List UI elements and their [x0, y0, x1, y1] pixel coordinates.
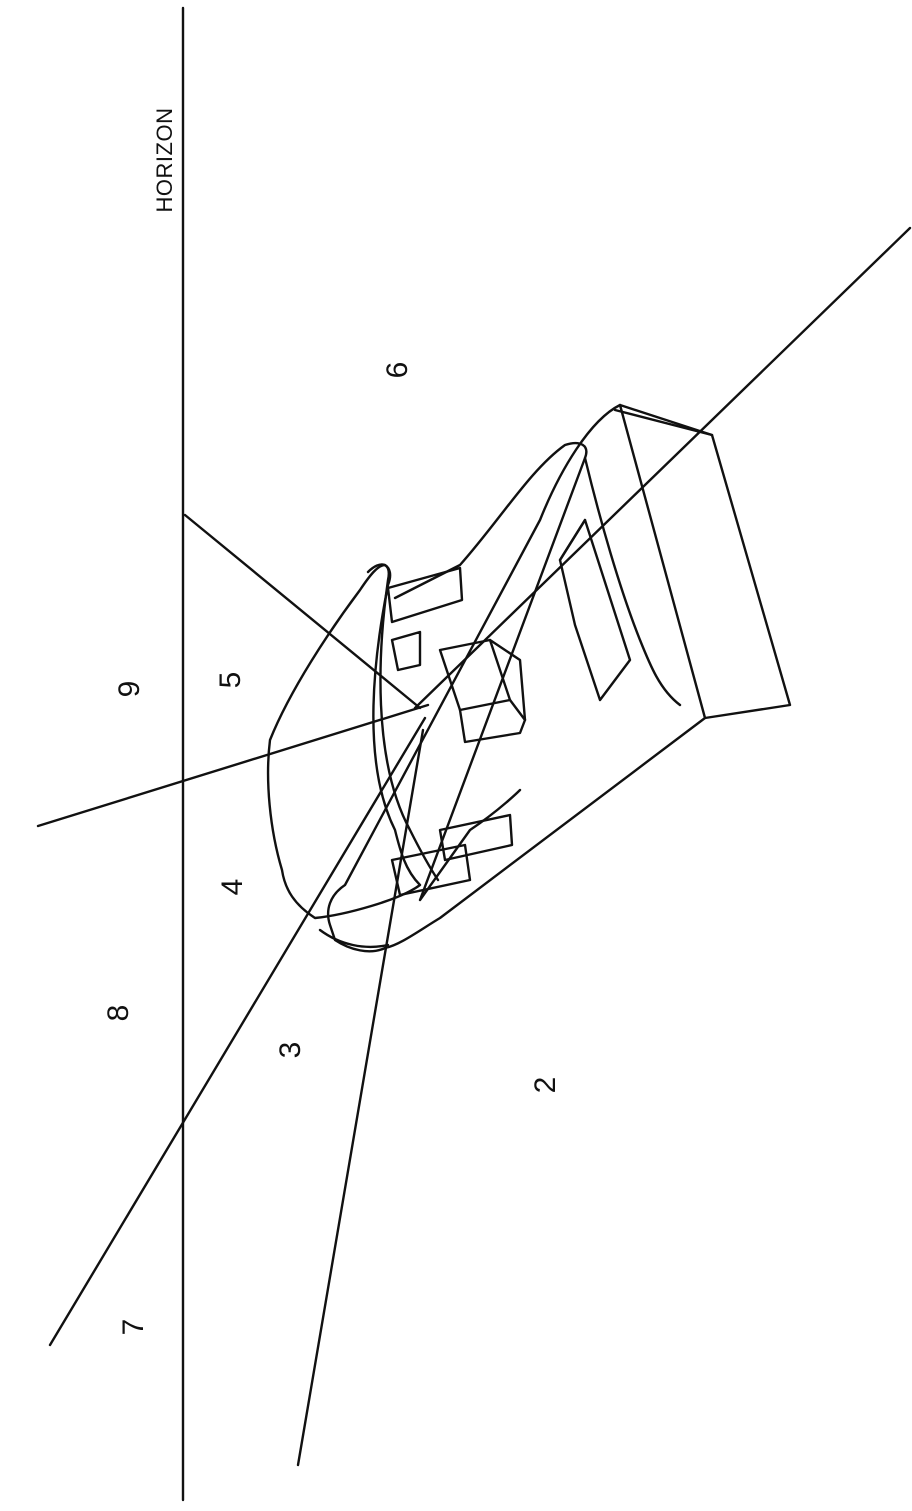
sector-line-upper-left: [36, 703, 430, 828]
boat-window-lower: [390, 843, 472, 897]
horizon-label: HORIZON: [152, 108, 177, 213]
boat-window-upper-inner: [390, 630, 422, 672]
boat-cockpit-rim: [583, 456, 682, 707]
zone-label-3: 3: [274, 1042, 307, 1059]
zone-label-7: 7: [117, 1319, 150, 1336]
boat-console-top: [488, 638, 527, 722]
boat-windshield: [266, 563, 422, 920]
boat-rear-seat-edge: [558, 518, 587, 562]
boat-console-base: [458, 708, 527, 744]
boat-windshield-rail: [366, 563, 440, 882]
zone-label-5: 5: [214, 672, 247, 689]
sector-line-bottom: [296, 728, 425, 1467]
zone-label-9: 9: [113, 681, 146, 698]
boat-hull-outer: [326, 403, 792, 953]
zone-label-2: 2: [529, 1077, 562, 1094]
zone-label-4: 4: [216, 879, 249, 896]
boat-bow-line: [318, 928, 390, 949]
zone-label-8: 8: [102, 1005, 135, 1022]
sector-line-6-2: [413, 226, 912, 710]
boat-hull-keel: [618, 403, 707, 720]
boat-window-upper: [386, 566, 464, 624]
zone-label-6: 6: [381, 362, 414, 379]
boat-rear-seat: [558, 518, 632, 702]
boat-window-lower-inner: [438, 813, 514, 862]
boat-cockpit-inner: [393, 441, 588, 902]
sector-line-7-8: [48, 716, 427, 1347]
zone-labels: 2 3 4 5 6 7 8 9: [102, 362, 562, 1336]
boat-hull-chine: [613, 408, 714, 437]
